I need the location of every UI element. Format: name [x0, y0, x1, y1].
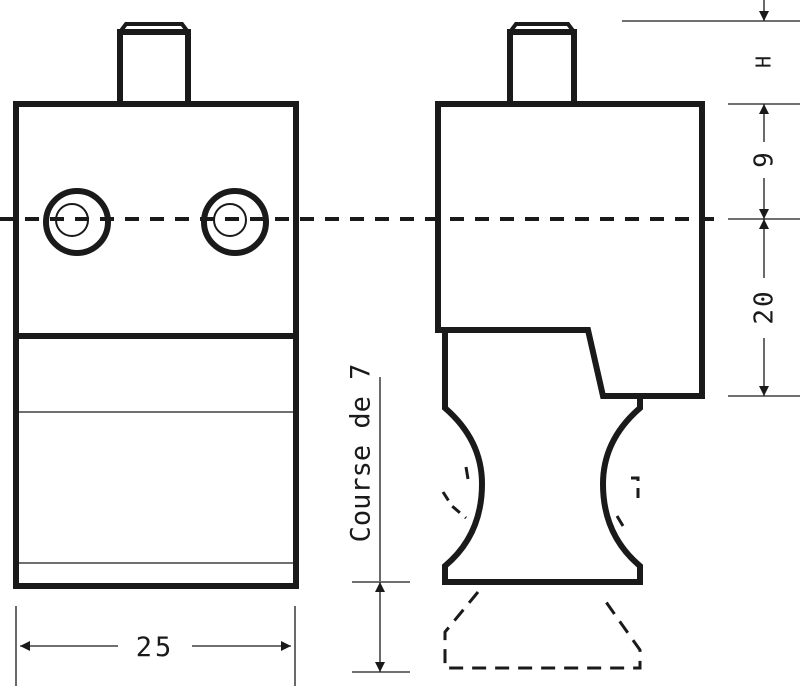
- side-body-upper: [435, 101, 705, 399]
- dimension-stroke: [352, 377, 410, 673]
- front-stem: [117, 29, 191, 104]
- side-jaw: [442, 330, 643, 585]
- top-height-dimension-label: H: [752, 56, 776, 68]
- dimension-heights: [622, 0, 800, 397]
- front-view: [13, 22, 299, 589]
- front-body-lower: [13, 333, 299, 589]
- side-view: [435, 22, 705, 670]
- side-jaw-phantom: [443, 591, 642, 670]
- dimension-width: [15, 606, 296, 686]
- side-stem-chamfer: [508, 22, 576, 34]
- side-jaw-hidden-left: [441, 491, 467, 520]
- upper-dimension-label: 9: [750, 152, 780, 168]
- side-jaw-tick-right: [615, 515, 625, 527]
- side-jaw-hidden-right: [631, 476, 640, 500]
- width-dimension-label: 25: [136, 632, 175, 663]
- right-hole-outer: [201, 188, 269, 256]
- left-hole-outer: [43, 188, 111, 256]
- side-jaw-tick-left: [464, 466, 470, 480]
- lower-dimension-label: 20: [750, 289, 780, 324]
- stroke-dimension-label: Course de 7: [346, 364, 377, 543]
- front-stem-chamfer: [118, 22, 190, 34]
- side-stem: [507, 29, 577, 104]
